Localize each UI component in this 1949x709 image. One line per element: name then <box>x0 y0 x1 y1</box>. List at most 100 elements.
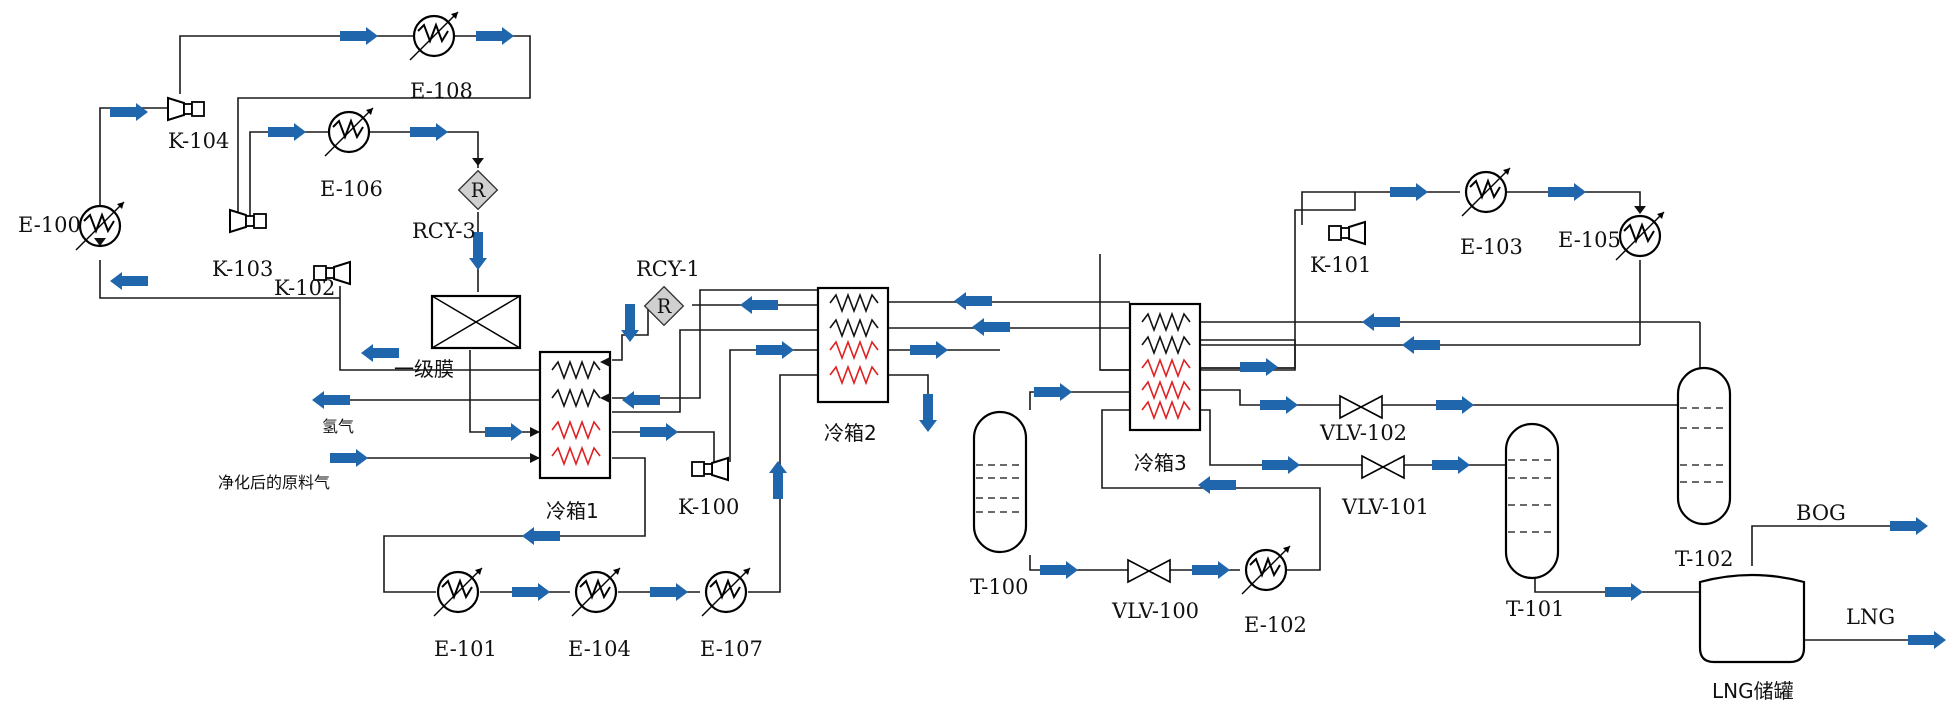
compressor-icon <box>229 209 267 233</box>
flow-arrow <box>410 123 448 141</box>
flow-arrow <box>1548 183 1586 201</box>
svg-text:E-102: E-102 <box>1244 613 1307 637</box>
vlv-102[interactable]: VLV-102 <box>1319 395 1407 445</box>
flow-arrow <box>522 527 560 545</box>
lng-label: LNG <box>1846 605 1895 629</box>
e-105[interactable]: E-105 <box>1558 206 1666 262</box>
svg-text:K-103: K-103 <box>212 257 273 281</box>
flow-arrow <box>340 27 378 45</box>
compressor-icon <box>167 97 205 121</box>
flow-arrow <box>1362 313 1400 331</box>
heat-exchanger-icon <box>700 566 752 618</box>
svg-text:K-102: K-102 <box>274 276 335 300</box>
cold-box-1[interactable]: 冷箱1 <box>530 350 612 523</box>
heat-exchanger-icon <box>1240 544 1292 596</box>
flow-arrow <box>312 391 350 409</box>
svg-text:E-107: E-107 <box>700 637 763 661</box>
flow-arrow <box>1040 561 1078 579</box>
heat-exchanger-icon <box>1460 166 1512 218</box>
hydrogen-label: 氢气 <box>322 417 354 436</box>
svg-text:K-101: K-101 <box>1310 253 1371 277</box>
flow-arrow <box>1240 358 1278 376</box>
flow-arrow <box>640 423 678 441</box>
flow-arrow <box>972 318 1010 336</box>
heat-exchanger-icon <box>432 566 484 618</box>
svg-text:E-104: E-104 <box>568 637 631 661</box>
flow-arrow <box>268 123 306 141</box>
e-100[interactable]: E-100 <box>18 200 126 252</box>
flow-arrow <box>1432 456 1470 474</box>
svg-text:K-104: K-104 <box>168 129 229 153</box>
e-104[interactable]: E-104 <box>568 566 631 661</box>
flow-arrow <box>910 341 948 359</box>
k-102[interactable]: K-102 <box>274 261 351 300</box>
e-107[interactable]: E-107 <box>700 566 763 661</box>
svg-text:冷箱3: 冷箱3 <box>1134 451 1187 475</box>
k-104[interactable]: K-104 <box>167 97 229 153</box>
t-100[interactable]: T-100 <box>970 410 1028 599</box>
flow-arrow <box>740 296 778 314</box>
svg-text:VLV-102: VLV-102 <box>1319 421 1407 445</box>
lng-storage-tank[interactable]: LNG储罐 <box>1698 573 1806 703</box>
svg-text:一级膜: 一级膜 <box>394 357 454 381</box>
flow-arrow <box>1034 383 1072 401</box>
valve-icon <box>1361 455 1405 479</box>
flow-arrow <box>110 272 148 290</box>
vlv-101[interactable]: VLV-101 <box>1341 455 1429 519</box>
svg-text:T-102: T-102 <box>1675 547 1733 571</box>
valve-icon <box>1127 559 1171 583</box>
e-101[interactable]: E-101 <box>432 566 497 661</box>
e-103[interactable]: E-103 <box>1460 166 1523 259</box>
t-101[interactable]: T-101 <box>1504 422 1564 621</box>
svg-text:RCY-3: RCY-3 <box>412 219 476 243</box>
svg-text:E-106: E-106 <box>320 177 383 201</box>
svg-text:T-101: T-101 <box>1506 597 1564 621</box>
membrane-unit[interactable]: 一级膜 <box>394 294 522 381</box>
flow-arrow <box>330 449 368 467</box>
svg-text:E-100: E-100 <box>18 213 81 237</box>
flow-arrow <box>1192 561 1230 579</box>
rcy-3[interactable]: RCY-3 <box>412 158 499 243</box>
vlv-100[interactable]: VLV-100 <box>1111 559 1199 623</box>
e-108[interactable]: E-108 <box>408 10 473 103</box>
valve-icon <box>1339 395 1383 419</box>
svg-text:K-100: K-100 <box>678 495 739 519</box>
cold-box-3[interactable]: 冷箱3 <box>1128 302 1202 475</box>
k-101[interactable]: K-101 <box>1310 221 1371 277</box>
flow-arrow <box>110 103 148 121</box>
flow-arrow <box>1390 183 1428 201</box>
recycle-icon <box>643 285 685 327</box>
flow-arrow <box>622 391 660 409</box>
flow-arrows <box>110 27 1946 649</box>
flow-arrow <box>1890 517 1928 535</box>
cold-box-2[interactable]: 冷箱2 <box>816 286 890 445</box>
svg-text:E-105: E-105 <box>1558 228 1621 252</box>
flow-arrow <box>650 583 688 601</box>
heat-exchanger-icon <box>323 106 375 158</box>
k-103[interactable]: K-103 <box>212 209 273 281</box>
flow-arrow <box>1436 396 1474 414</box>
k-100[interactable]: K-100 <box>678 457 739 519</box>
bog-label: BOG <box>1796 501 1846 525</box>
recycle-icon <box>457 169 499 211</box>
flow-arrow <box>919 394 937 432</box>
flow-arrow <box>1198 476 1236 494</box>
e-106[interactable]: E-106 <box>320 106 383 201</box>
flow-arrow <box>1262 456 1300 474</box>
rcy-1[interactable]: RCY-1 <box>636 257 700 327</box>
compressor-icon <box>691 457 729 481</box>
svg-text:VLV-101: VLV-101 <box>1341 495 1429 519</box>
flow-arrow <box>769 461 787 499</box>
svg-text:E-101: E-101 <box>434 637 497 661</box>
svg-text:T-100: T-100 <box>970 575 1028 599</box>
flow-arrow <box>485 423 523 441</box>
t-102[interactable]: T-102 <box>1675 366 1733 571</box>
heat-exchanger-icon <box>570 566 622 618</box>
svg-text:冷箱2: 冷箱2 <box>824 421 877 445</box>
flow-arrow <box>1402 336 1440 354</box>
compressor-icon <box>1328 221 1366 245</box>
svg-text:E-103: E-103 <box>1460 235 1523 259</box>
e-102[interactable]: E-102 <box>1240 544 1307 637</box>
heat-exchanger-icon <box>1614 210 1666 262</box>
flow-arrow <box>1605 583 1643 601</box>
